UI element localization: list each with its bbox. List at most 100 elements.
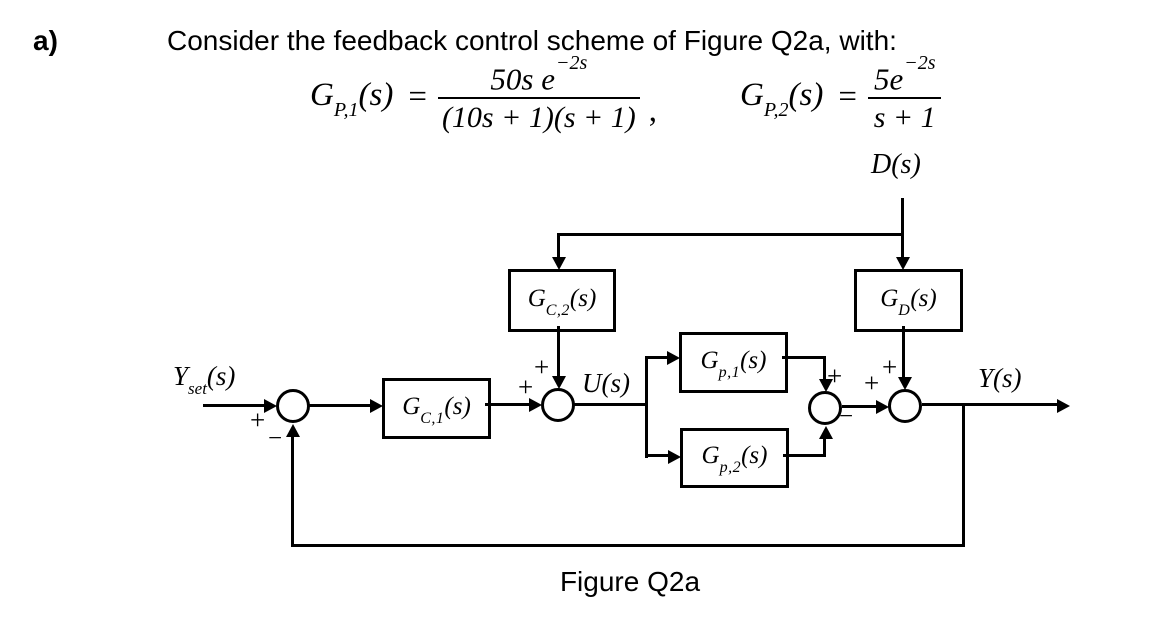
formula-gp2-arg: (s): [788, 76, 824, 113]
formula-gp2-fraction: 5e−2s s + 1: [867, 53, 942, 133]
formula-gp1-lhs: GP,1(s): [310, 76, 394, 120]
output-label-arg: (s): [993, 363, 1022, 393]
block-gd: GD(s): [854, 269, 963, 332]
block-gd-sub: D: [898, 301, 911, 319]
equals-sign: =: [408, 79, 427, 116]
block-gc2-arg: (s): [569, 284, 597, 312]
arrow-head: [896, 257, 910, 270]
wire: [962, 405, 965, 547]
question-text: Consider the feedback control scheme of …: [167, 25, 897, 56]
wire: [823, 437, 826, 457]
setpoint-label-arg: (s): [206, 361, 236, 391]
formula-gp1-numerator: 50s e−2s: [484, 53, 593, 97]
wire: [291, 434, 294, 547]
disturbance-label: D(s): [871, 151, 921, 179]
sum1-minus-sign: −: [268, 425, 283, 452]
formula-gp2-numerator: 5e−2s: [868, 53, 942, 97]
control-label-base: U: [582, 368, 602, 398]
output-label-base: Y: [978, 363, 994, 393]
formula-gp2: GP,2(s) = 5e−2s s + 1: [740, 53, 942, 133]
disturbance-label-base: D: [871, 149, 892, 180]
wire: [922, 403, 1059, 406]
fraction-bar: [867, 97, 942, 100]
sum-junction-3: [808, 391, 842, 425]
sum4-plus-top-sign: +: [882, 352, 898, 382]
wire: [557, 326, 560, 378]
formula-gp1-arg: (s): [358, 76, 394, 113]
formula-gp1-fraction: 50s e−2s (10s + 1)(s + 1): [437, 53, 640, 135]
arrow-head: [286, 424, 300, 437]
output-label: Y(s): [978, 365, 1022, 392]
arrow-head: [552, 257, 566, 270]
wire: [823, 356, 826, 382]
block-gp2: Gp,2(s): [680, 428, 789, 488]
arrow-head: [876, 400, 889, 414]
wire: [485, 403, 531, 406]
control-signal-label: U(s): [582, 370, 630, 397]
block-gp1: Gp,1(s): [679, 332, 788, 393]
wire: [901, 198, 904, 259]
block-gp2-sub: p,2: [719, 459, 742, 476]
setpoint-label-sub: set: [188, 379, 207, 399]
wire: [645, 356, 648, 458]
block-gp1-sub: p,1: [718, 363, 741, 381]
block-gp2-arg: (s): [741, 442, 768, 469]
wire: [309, 404, 372, 407]
arrow-head: [667, 351, 680, 365]
block-gp1-arg: (s): [740, 346, 767, 374]
wire: [291, 544, 965, 547]
sum2-plus-top-sign: +: [534, 352, 550, 382]
sum-junction-1: [276, 389, 310, 423]
arrow-head: [264, 399, 277, 413]
formula-gp2-numerator-exponent: −2s: [904, 52, 936, 74]
block-gd-base: G: [880, 284, 899, 312]
block-gp2-label: Gp,2(s): [702, 442, 768, 476]
fraction-bar: [437, 97, 640, 100]
block-gc2-sub: C,2: [545, 301, 570, 319]
sum1-plus-sign: +: [250, 405, 266, 435]
arrow-head: [552, 376, 566, 389]
wire: [842, 405, 878, 408]
arrow-head: [898, 377, 912, 390]
block-gc2-base: G: [527, 284, 546, 312]
equals-sign: =: [838, 79, 857, 116]
formula-gp1-sub: P,1: [333, 99, 359, 122]
formula-gp1-numerator-exponent: −2s: [555, 52, 588, 74]
block-gp1-base: G: [700, 346, 719, 374]
wire: [783, 454, 826, 457]
figure-caption: Figure Q2a: [559, 566, 701, 597]
formula-gp2-base: G: [740, 76, 764, 113]
sum4-plus-left-sign: +: [864, 368, 880, 398]
wire: [902, 326, 905, 379]
arrow-head: [529, 398, 542, 412]
arrow-head: [370, 399, 383, 413]
block-gc2-label: GC,2(s): [527, 284, 597, 319]
block-gc1-label: GC,1(s): [402, 392, 471, 427]
wire: [203, 404, 266, 407]
formula-gp1-numerator-main: 50s e: [490, 61, 555, 97]
arrow-head: [819, 426, 833, 439]
wire: [574, 403, 648, 406]
arrow-head: [668, 450, 681, 464]
formula-gp1: GP,1(s) = 50s e−2s (10s + 1)(s + 1) ,: [310, 53, 657, 135]
sum2-plus-left-sign: +: [518, 372, 534, 402]
block-gp1-label: Gp,1(s): [700, 346, 767, 381]
formula-gp1-denominator: (10s + 1)(s + 1): [441, 101, 636, 135]
wire: [557, 233, 904, 236]
wire: [645, 356, 669, 359]
block-gc1-base: G: [402, 392, 421, 420]
block-gc2: GC,2(s): [508, 269, 616, 332]
block-gc1-sub: C,1: [420, 409, 445, 427]
formula-gp1-base: G: [310, 76, 334, 113]
formula-gp2-numerator-main: 5e: [873, 61, 904, 97]
block-gd-label: GD(s): [880, 284, 937, 319]
wire: [645, 454, 670, 457]
formula-gp1-comma: ,: [648, 93, 657, 130]
wire: [557, 234, 560, 259]
control-label-arg: (s): [601, 368, 631, 398]
setpoint-label: Yset(s): [173, 361, 236, 398]
sum3-minus-sign: −: [839, 403, 854, 430]
sum-junction-4: [888, 389, 922, 423]
arrow-head: [1057, 399, 1070, 413]
